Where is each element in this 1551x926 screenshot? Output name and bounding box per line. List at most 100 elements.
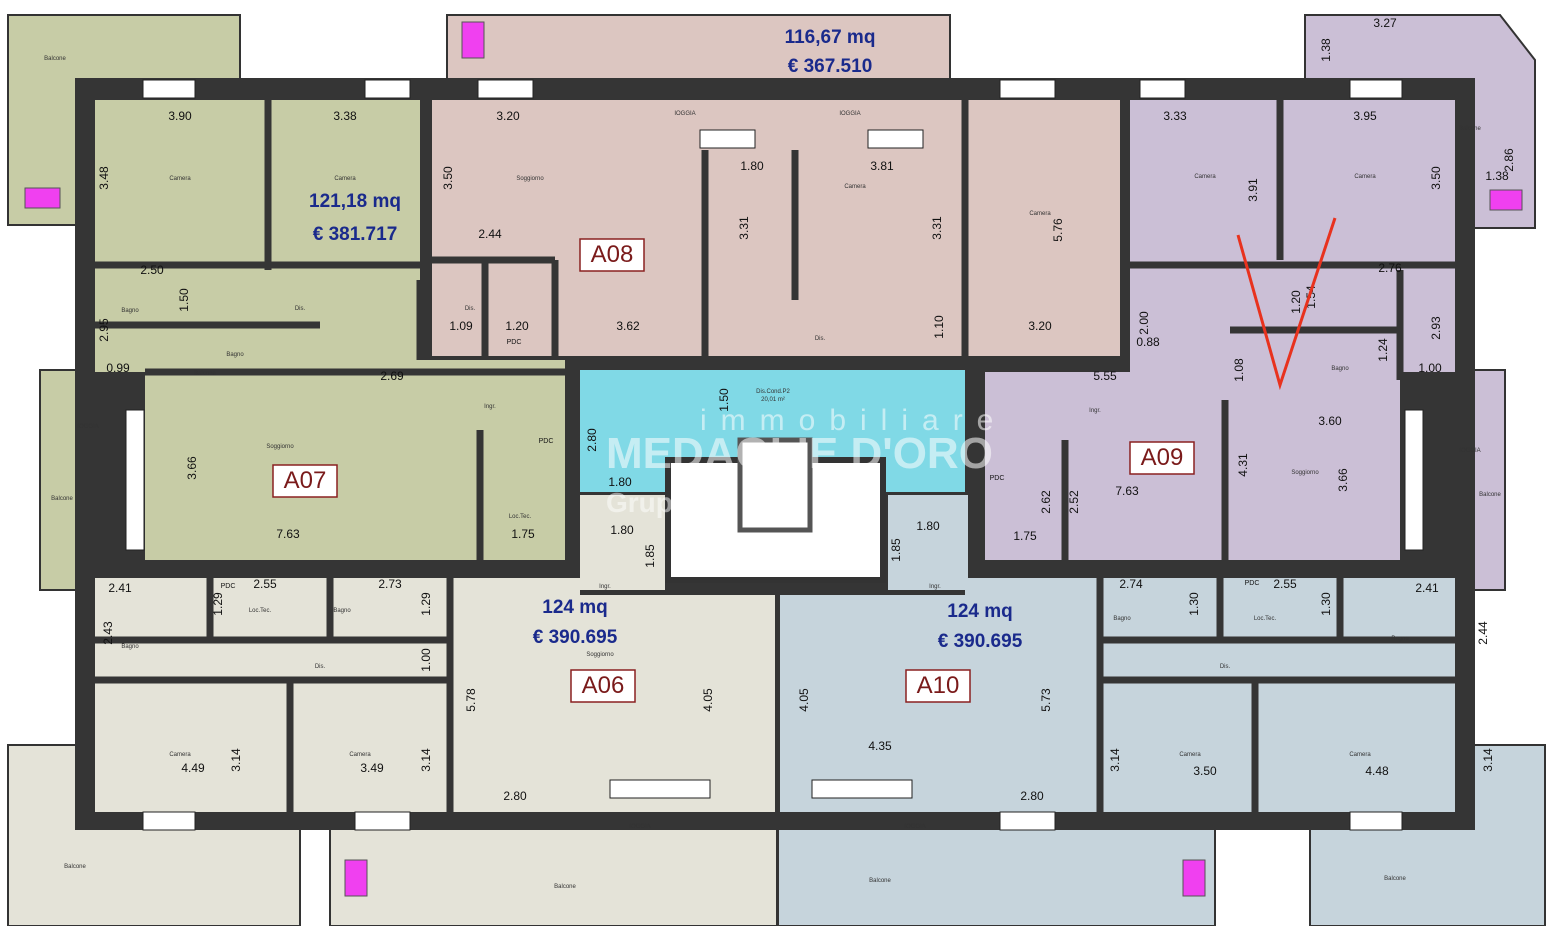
dimension-label: 1.80 <box>740 159 764 173</box>
elevator <box>737 437 813 533</box>
dimension-label: 1.29 <box>419 592 433 616</box>
pdc-label: PDC <box>507 339 522 346</box>
dimension-label: 3.14 <box>1481 748 1495 772</box>
room-label: IOGGIA <box>77 424 98 430</box>
dimension-label: 3.14 <box>419 748 433 772</box>
room-label: Bagno <box>1113 616 1131 622</box>
dimension-label: 2.93 <box>1429 316 1443 340</box>
dimension-label: 1.00 <box>419 648 433 672</box>
dimension-label: 2.95 <box>97 318 111 342</box>
room-label: Ingr. <box>599 584 611 590</box>
room-label: Camera <box>1349 752 1371 758</box>
entrance-a10 <box>888 495 968 590</box>
dimension-label: 1.50 <box>177 288 191 312</box>
dimension-label: 2.73 <box>378 577 402 591</box>
ac-unit <box>1182 859 1206 897</box>
dimension-label: 3.49 <box>360 761 384 775</box>
room-label: Balcone <box>1479 492 1501 498</box>
dimension-label: 2.00 <box>1137 311 1151 335</box>
dimension-label: 1.00 <box>1418 361 1442 375</box>
dimension-label: 3.48 <box>97 166 111 190</box>
unit-tag-a10: A10 <box>917 672 960 699</box>
balcony-a10 <box>777 817 1216 926</box>
unit-tag-box <box>272 464 338 498</box>
dimension-label: 2.41 <box>1415 581 1439 595</box>
unit-tag-a07: A07 <box>284 467 327 494</box>
room-label: Dis. <box>315 664 326 670</box>
room-label: Loc.Tec. <box>1254 616 1277 622</box>
stair-label: Dis.Cond.P2 <box>756 389 790 395</box>
unit-area: 121,18 mq <box>309 191 401 212</box>
dimension-label: 1.38 <box>1485 169 1509 183</box>
room-label: Camera <box>1029 211 1051 217</box>
dimension-label: 2.62 <box>1039 490 1053 514</box>
room-label: Ingr. <box>1089 408 1101 414</box>
watermark-line3: Gruppo ... ORE <box>606 487 807 518</box>
room-label: Camera <box>1354 174 1376 180</box>
room-label: Camera <box>844 184 866 190</box>
unit-tag-a08: A08 <box>591 241 634 268</box>
dimension-label: 2.43 <box>101 621 115 645</box>
dimension-label: 3.95 <box>1353 109 1377 123</box>
stair-area: 20,01 m² <box>761 397 785 403</box>
dimension-label: 2.41 <box>108 581 132 595</box>
pdc-label: PDC <box>1245 580 1260 587</box>
unit-tag-box <box>579 238 645 272</box>
dimension-label: 3.27 <box>1373 16 1397 30</box>
dimension-label: 1.20 <box>505 319 529 333</box>
room-label: Balcone <box>1459 126 1481 132</box>
room-label: Balcone <box>1384 876 1406 882</box>
dimension-label: 1.09 <box>449 319 473 333</box>
room-label: Bagno <box>226 352 244 358</box>
unit-area: 124 mq <box>947 601 1012 622</box>
room-label: Balcone <box>194 371 216 377</box>
dimension-label: 2.55 <box>1273 577 1297 591</box>
entrance-a06 <box>580 495 665 590</box>
dimension-label: 1.20 <box>1289 290 1303 314</box>
dimension-label: 3.81 <box>870 159 894 173</box>
ac-unit <box>24 187 61 209</box>
room-label: Bagno <box>1391 636 1409 642</box>
dimension-label: 3.33 <box>1163 109 1187 123</box>
room-label: Camera <box>169 752 191 758</box>
dimension-label: 3.66 <box>1336 468 1350 492</box>
dimension-label: 1.80 <box>610 523 634 537</box>
room-label: IOGGIA <box>1459 448 1480 454</box>
dimension-label: 3.90 <box>168 109 192 123</box>
unit-price: € 381.717 <box>313 224 398 245</box>
dimension-label: 1.80 <box>916 519 940 533</box>
ac-unit <box>461 21 485 59</box>
room-label: Dis. <box>1220 664 1231 670</box>
dimension-label: 3.50 <box>1193 764 1217 778</box>
dimension-label: 3.66 <box>185 456 199 480</box>
dimension-label: 4.05 <box>701 688 715 712</box>
dimension-label: 1.29 <box>211 592 225 616</box>
room-label: Soggiorno <box>586 652 614 658</box>
room-label: Balcone <box>64 864 86 870</box>
unit-tag-box <box>570 669 636 703</box>
ac-unit <box>1489 189 1523 211</box>
unit-tag-box <box>905 669 971 703</box>
dimension-label: 0.88 <box>1136 335 1160 349</box>
dimension-label: 2.76 <box>1378 261 1402 275</box>
annotation-arrow <box>1236 217 1337 391</box>
room-label: Bagno <box>121 644 139 650</box>
dimension-label: 3.20 <box>1028 319 1052 333</box>
watermark-line2: MEDAGLIE D'ORO <box>606 429 993 478</box>
watermark-logo: immobiliare MEDAGLIE D'ORO Gruppo ... OR… <box>606 404 993 518</box>
room-label: Bagno <box>121 308 139 314</box>
room-label: Dis. <box>295 306 306 312</box>
room-label: Ingr. <box>484 404 496 410</box>
room-label: Bagno <box>333 608 351 614</box>
dimension-label: 1.10 <box>932 315 946 339</box>
dimension-label: 3.91 <box>1246 178 1260 202</box>
dimension-label: 3.14 <box>229 748 243 772</box>
room-label: Dis. <box>815 336 826 342</box>
dimension-label: 0.99 <box>106 361 130 375</box>
room-label: Balcone <box>869 878 891 884</box>
dimension-label: 2.74 <box>1119 577 1143 591</box>
dimension-label: 2.80 <box>1020 789 1044 803</box>
room-label: IOGGIA <box>839 111 860 117</box>
dimension-label: 5.73 <box>1039 688 1053 712</box>
